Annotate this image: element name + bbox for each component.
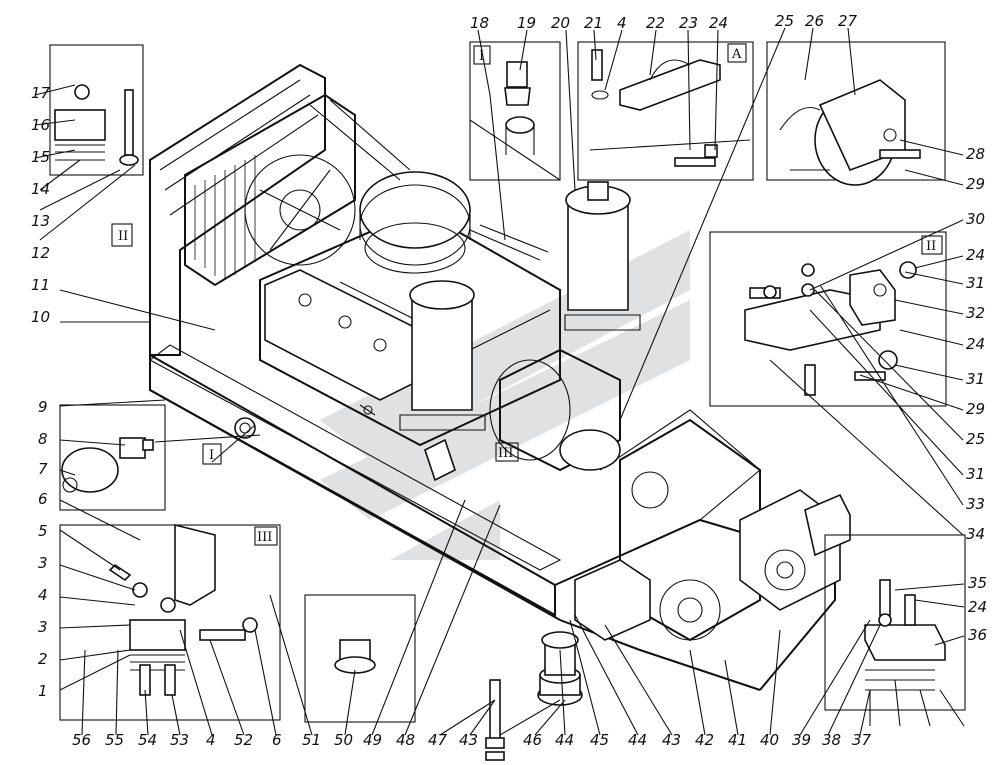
callout-24: 24 <box>968 598 987 616</box>
callout-2: 2 <box>38 650 48 668</box>
callout-3: 3 <box>38 618 48 636</box>
callout-35: 35 <box>968 574 987 592</box>
callout-40: 40 <box>760 731 779 749</box>
callout-31: 31 <box>966 465 985 483</box>
callout-24: 24 <box>709 14 728 32</box>
callout-11: 11 <box>31 276 50 294</box>
callout-26: 26 <box>805 12 824 30</box>
callout-25: 25 <box>775 12 794 30</box>
leader-lines <box>34 27 965 736</box>
inset-view-ii <box>709 231 947 407</box>
callout-36: 36 <box>968 626 987 644</box>
callout-31: 31 <box>966 370 985 388</box>
callout-42: 42 <box>695 731 714 749</box>
callout-24: 24 <box>966 335 985 353</box>
view-mark-iii-main: III <box>498 446 513 461</box>
inset-fitting-50 <box>304 594 416 723</box>
callout-12: 12 <box>31 244 50 262</box>
callout-32: 32 <box>966 304 985 322</box>
callout-51: 51 <box>302 731 321 749</box>
callout-8: 8 <box>38 430 48 448</box>
view-mark-a: A <box>731 47 742 62</box>
callout-41: 41 <box>728 731 747 749</box>
inset-sensor-left <box>59 404 166 511</box>
callout-22: 22 <box>646 14 665 32</box>
callout-47: 47 <box>428 731 448 749</box>
callout-29: 29 <box>966 400 985 418</box>
callout-6: 6 <box>272 731 282 749</box>
callout-17: 17 <box>31 84 51 102</box>
callout-20: 20 <box>551 14 570 32</box>
callout-50: 50 <box>334 731 353 749</box>
callout-5: 5 <box>38 522 48 540</box>
callout-43: 43 <box>459 731 478 749</box>
callout-55: 55 <box>105 731 124 749</box>
callout-30: 30 <box>966 210 985 228</box>
view-mark-i-main: I <box>209 448 214 463</box>
callout-37: 37 <box>852 731 872 749</box>
callout-13: 13 <box>31 212 50 230</box>
callout-16: 16 <box>31 116 50 134</box>
inset-bottom-right <box>824 534 966 711</box>
view-mark-ii-left: II <box>118 229 128 244</box>
inset-top-right <box>766 41 946 186</box>
callout-14: 14 <box>31 180 50 198</box>
callout-25: 25 <box>966 430 985 448</box>
inset-view-i-top <box>469 41 561 181</box>
callout-27: 27 <box>838 12 858 30</box>
callout-39: 39 <box>792 731 811 749</box>
view-mark-iii-inset: III <box>257 530 272 545</box>
callout-43: 43 <box>662 731 681 749</box>
view-markers: II I A II I III III <box>111 43 943 546</box>
callout-46: 46 <box>523 731 542 749</box>
callout-4: 4 <box>38 586 48 604</box>
callout-38: 38 <box>822 731 841 749</box>
inset-view-a <box>577 41 754 181</box>
callout-18: 18 <box>470 14 489 32</box>
callout-24: 24 <box>966 246 985 264</box>
callout-53: 53 <box>170 731 189 749</box>
callout-49: 49 <box>363 731 382 749</box>
callout-23: 23 <box>679 14 698 32</box>
view-mark-i-top: I <box>479 49 484 64</box>
callout-52: 52 <box>234 731 253 749</box>
callout-19: 19 <box>517 14 536 32</box>
callout-4: 4 <box>617 14 627 32</box>
callout-6: 6 <box>38 490 48 508</box>
callout-10: 10 <box>31 308 50 326</box>
callout-7: 7 <box>38 460 48 478</box>
callout-33: 33 <box>966 495 985 513</box>
callout-45: 45 <box>590 731 609 749</box>
callout-56: 56 <box>72 731 91 749</box>
callout-numbers: 17 16 15 14 13 12 11 10 9 8 7 6 5 3 4 3 … <box>31 12 987 749</box>
callout-29: 29 <box>966 175 985 193</box>
inset-view-iii <box>59 523 281 721</box>
damper-stack <box>485 631 583 761</box>
main-assembly <box>148 63 851 691</box>
callout-31: 31 <box>966 274 985 292</box>
callout-15: 15 <box>31 148 50 166</box>
callout-54: 54 <box>138 731 157 749</box>
callout-1: 1 <box>38 682 48 700</box>
callout-44: 44 <box>628 731 647 749</box>
callout-48: 48 <box>396 731 415 749</box>
inset-top-left <box>49 44 144 176</box>
callout-28: 28 <box>966 145 985 163</box>
callout-3: 3 <box>38 554 48 572</box>
callout-44: 44 <box>555 731 574 749</box>
view-mark-ii-right: II <box>926 239 936 254</box>
callout-4: 4 <box>206 731 216 749</box>
callout-34: 34 <box>966 525 985 543</box>
callout-21: 21 <box>584 14 603 32</box>
callout-9: 9 <box>38 398 48 416</box>
